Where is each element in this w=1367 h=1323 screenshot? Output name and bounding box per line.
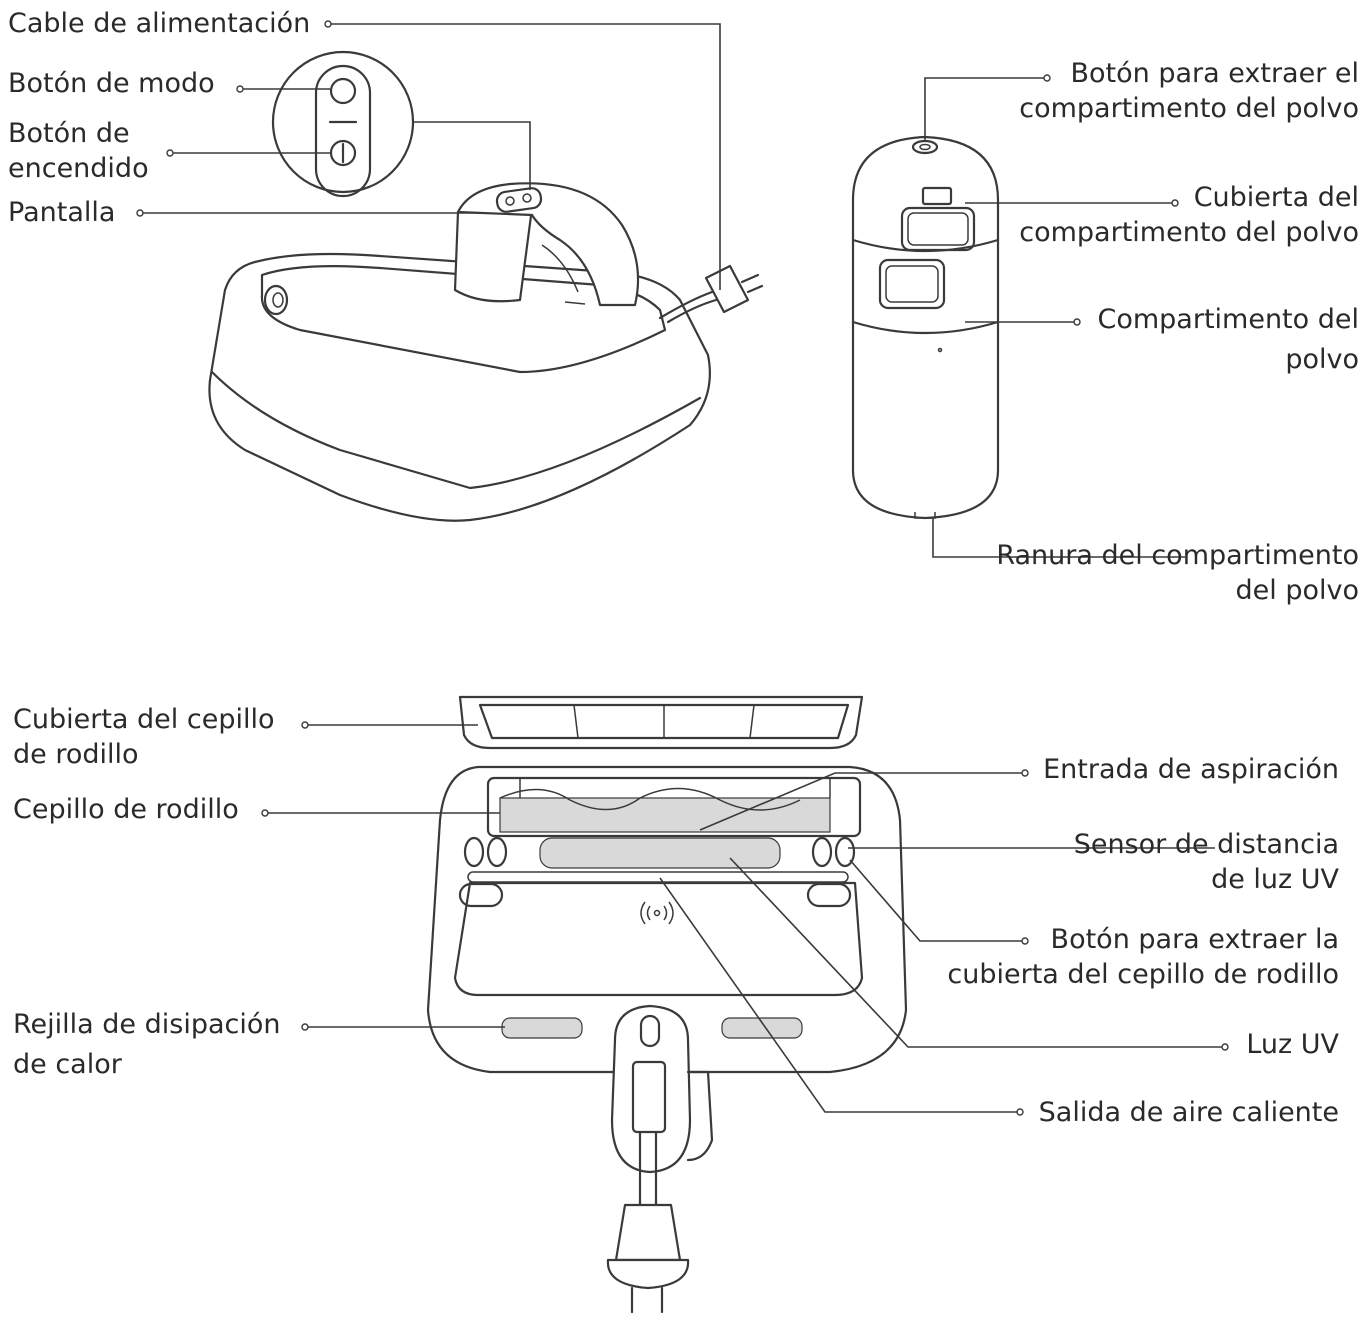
label-line: Cubierta del [1193, 182, 1359, 213]
label-line: Botón de [8, 118, 130, 149]
dust-compartment-illustration [851, 135, 1000, 520]
wireless-indicator-icon [640, 901, 674, 925]
label-line: de luz UV [1211, 864, 1339, 895]
label-line: cubierta del cepillo de rodillo [947, 959, 1339, 990]
label-line: de rodillo [13, 739, 139, 770]
label-roller-brush: Cepillo de rodillo [13, 792, 239, 827]
label-heat-grille: Rejilla de disipación de calor [13, 1005, 281, 1085]
label-line: Cubierta del cepillo [13, 704, 275, 735]
label-line: Rejilla de disipación [13, 1009, 281, 1040]
label-line: de calor [13, 1049, 122, 1080]
label-hot-air-outlet: Salida de aire caliente [1039, 1095, 1339, 1130]
label-line: del polvo [1235, 575, 1360, 606]
label-line: Ranura del compartimento [996, 540, 1359, 571]
label-line: compartimento del polvo [1019, 93, 1359, 124]
label-power-cable: Cable de alimentación [8, 6, 310, 41]
label-line: polvo [1285, 344, 1359, 375]
label-power-button: Botón de encendido [8, 116, 149, 186]
power-icon [329, 139, 357, 167]
label-dust-slot: Ranura del compartimento del polvo [996, 538, 1359, 608]
label-line: Botón de modo [8, 68, 215, 99]
label-line: Compartimento del [1097, 304, 1359, 335]
main-unit-illustration [208, 50, 764, 522]
label-line: Pantalla [8, 197, 116, 228]
label-display: Pantalla [8, 195, 115, 230]
label-line: encendido [8, 153, 149, 184]
label-brush-release-button: Botón para extraer la cubierta del cepil… [947, 922, 1339, 992]
label-line: Botón para extraer el [1070, 58, 1359, 89]
label-dust-compartment: Compartimento del polvo [1097, 300, 1359, 380]
label-line: Cepillo de rodillo [13, 794, 239, 825]
label-dust-release-button: Botón para extraer el compartimento del … [1019, 56, 1359, 126]
label-uv-sensor: Sensor de distancia de luz UV [1074, 827, 1339, 897]
label-dust-cover: Cubierta del compartimento del polvo [1019, 180, 1359, 250]
label-line: Cable de alimentación [8, 8, 311, 39]
mode-circle-icon [329, 77, 357, 105]
label-line: Botón para extraer la [1050, 924, 1339, 955]
label-mode-button: Botón de modo [8, 66, 215, 101]
label-line: Salida de aire caliente [1038, 1097, 1339, 1128]
label-suction-inlet: Entrada de aspiración [1043, 752, 1339, 787]
label-line: compartimento del polvo [1019, 217, 1359, 248]
label-line: Luz UV [1246, 1029, 1339, 1060]
label-uv-light: Luz UV [1246, 1027, 1339, 1062]
label-line: Sensor de distancia [1073, 829, 1339, 860]
label-brush-cover: Cubierta del cepillo de rodillo [13, 702, 274, 772]
label-line: Entrada de aspiración [1043, 754, 1339, 785]
underside-illustration [426, 695, 908, 1314]
